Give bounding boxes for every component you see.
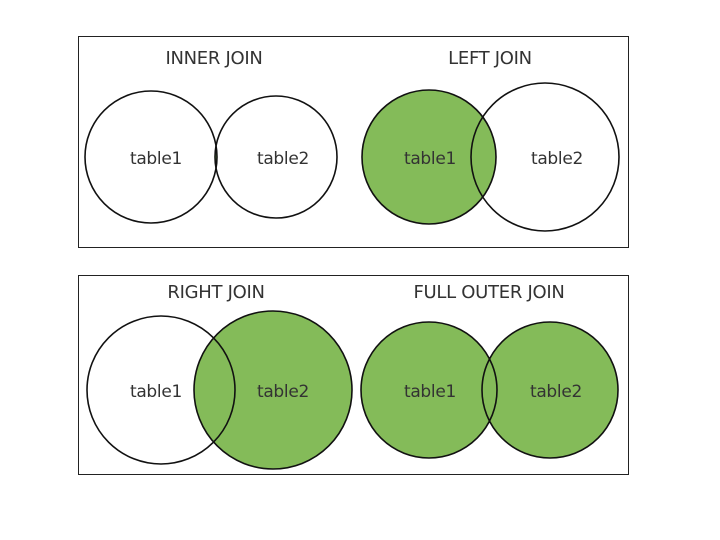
right-join-left-circle	[86, 315, 236, 465]
inner-join-diagram: INNER JOIN table1 table2	[84, 48, 338, 224]
inner-join-left-label: table1	[130, 149, 182, 169]
right-join-diagram: RIGHT JOIN table1 table2	[86, 282, 353, 470]
full-outer-join-right-fill	[482, 322, 618, 458]
inner-join-left-circle	[84, 90, 218, 224]
top-panel	[78, 36, 629, 248]
left-join-title: LEFT JOIN	[448, 48, 532, 69]
right-join-left-label: table1	[130, 382, 182, 402]
left-join-right-circle	[470, 82, 620, 232]
right-join-right-fill	[194, 311, 352, 469]
full-outer-join-right-label: table2	[530, 382, 582, 402]
full-outer-join-left-label: table1	[404, 382, 456, 402]
inner-join-right-label: table2	[257, 149, 309, 169]
right-join-title: RIGHT JOIN	[167, 282, 264, 303]
left-join-left-label: table1	[404, 149, 456, 169]
inner-join-right-circle	[214, 95, 338, 219]
full-outer-join-left-fill	[361, 322, 497, 458]
full-outer-join-title: FULL OUTER JOIN	[414, 282, 565, 303]
right-join-right-circle	[193, 310, 353, 470]
full-outer-join-diagram: FULL OUTER JOIN table1 table2	[360, 282, 619, 459]
right-join-right-label: table2	[257, 382, 309, 402]
full-outer-join-right-circle	[481, 321, 619, 459]
inner-join-title: INNER JOIN	[165, 48, 262, 69]
left-join-diagram: LEFT JOIN table1 table2	[361, 48, 620, 232]
left-join-right-label: table2	[531, 149, 583, 169]
left-join-left-circle	[361, 89, 497, 225]
full-outer-join-left-circle	[360, 321, 498, 459]
left-join-left-fill	[362, 90, 496, 224]
